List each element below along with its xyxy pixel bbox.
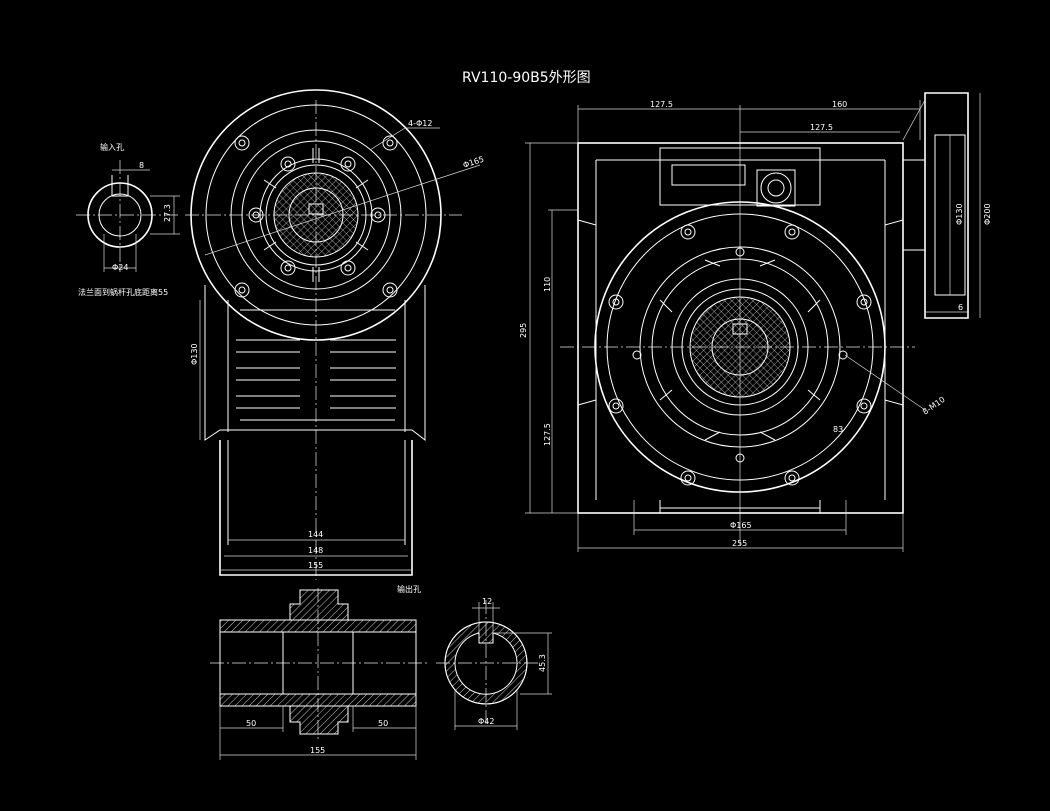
side-dim-1275-mid: 127.5 <box>810 123 833 132</box>
output-dim-left: 50 <box>246 719 256 728</box>
input-key-width: 8 <box>139 161 144 170</box>
output-hole-section: 输出孔 50 50 155 12 45.3 <box>210 584 552 760</box>
front-dim-155: 155 <box>308 561 323 570</box>
side-dim-1275-left: 127.5 <box>543 423 552 446</box>
side-dim-160: 160 <box>832 100 847 109</box>
side-dim-phi130: Φ130 <box>955 203 964 225</box>
output-dim-right: 50 <box>378 719 388 728</box>
side-dim-83: 83 <box>833 425 843 434</box>
side-dim-phi200: Φ200 <box>983 203 992 225</box>
side-dim-phi165: Φ165 <box>730 521 752 530</box>
input-bore: Φ24 <box>112 263 128 272</box>
output-hole-label: 输出孔 <box>397 584 421 594</box>
front-dim-130: Φ130 <box>190 343 199 365</box>
output-bore: Φ42 <box>478 717 494 726</box>
output-key-depth: 45.3 <box>538 654 547 672</box>
output-key-width: 12 <box>482 597 492 606</box>
front-dim-148: 148 <box>308 546 323 555</box>
front-pcd: Φ165 <box>462 155 485 170</box>
front-dim-144: 144 <box>308 530 323 539</box>
front-bolt-holes: 4-Φ12 <box>408 119 432 128</box>
drawing-title: RV110-90B5外形图 <box>462 70 591 86</box>
side-dim-255: 255 <box>732 539 747 548</box>
side-threads: 8-M10 <box>921 395 947 417</box>
side-dim-1275-top: 127.5 <box>650 100 673 109</box>
input-key-depth: 27.3 <box>163 204 172 222</box>
input-hole-label: 输入孔 <box>100 142 124 152</box>
input-hole-view: 输入孔 8 27.3 Φ24 法兰面到蜗杆孔底距离55 <box>76 142 180 297</box>
side-dim-295: 295 <box>519 323 528 338</box>
input-hole-note: 法兰面到蜗杆孔底距离55 <box>78 287 168 297</box>
output-dim-total: 155 <box>310 746 325 755</box>
side-view: 127.5 160 127.5 Φ130 Φ200 6 <box>519 92 992 552</box>
side-dim-110: 110 <box>543 277 552 292</box>
front-view: 4-Φ12 Φ165 Φ130 144 148 155 <box>185 89 485 580</box>
side-dim-6: 6 <box>958 303 963 312</box>
